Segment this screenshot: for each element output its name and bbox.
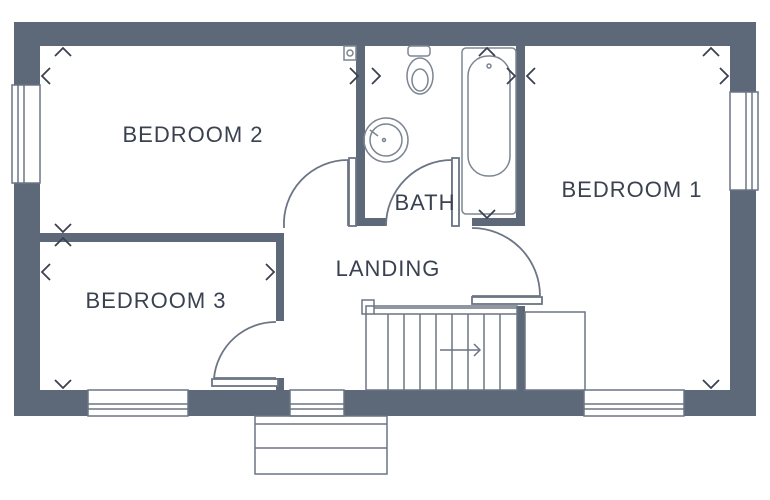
wall-bath-bottom-right	[472, 218, 525, 226]
bathroom-fixtures	[343, 45, 517, 215]
wall-bath-bed1	[516, 46, 525, 226]
staircase	[361, 299, 586, 391]
label-bedroom-2: BEDROOM 2	[122, 122, 263, 147]
label-bedroom-3: BEDROOM 3	[85, 288, 226, 313]
doors	[211, 157, 543, 387]
door-bedroom-2	[283, 159, 349, 229]
wall-bed3-landing-lower	[276, 378, 284, 392]
window-bottom-mid	[289, 389, 345, 417]
wall-bed2-bath	[356, 46, 365, 226]
door-bath	[385, 159, 453, 227]
window-left	[11, 84, 41, 184]
window-bottom-right	[583, 389, 685, 417]
wall-left	[14, 22, 40, 416]
door-bedroom-3	[213, 321, 277, 379]
interior-walls	[40, 46, 525, 392]
cupboard	[524, 311, 586, 391]
label-bath: BATH	[394, 190, 455, 215]
wall-top	[14, 22, 756, 46]
sink	[363, 117, 409, 163]
window-bottom-left	[87, 389, 189, 417]
wall-bath-bottom-left	[356, 218, 386, 226]
door-bedroom-1	[471, 227, 541, 297]
window-right	[729, 91, 759, 191]
bathtub	[461, 47, 517, 215]
label-bedroom-1: BEDROOM 1	[561, 177, 702, 202]
corner-markers	[40, 46, 730, 390]
boiler	[343, 45, 357, 61]
wall-stair-right	[517, 306, 525, 392]
wall-bed3-landing-upper	[276, 233, 284, 321]
porch	[254, 415, 388, 475]
toilet	[406, 45, 434, 95]
wall-right	[730, 22, 756, 416]
label-landing: LANDING	[336, 256, 441, 281]
wall-bed2-bed3	[40, 233, 282, 242]
